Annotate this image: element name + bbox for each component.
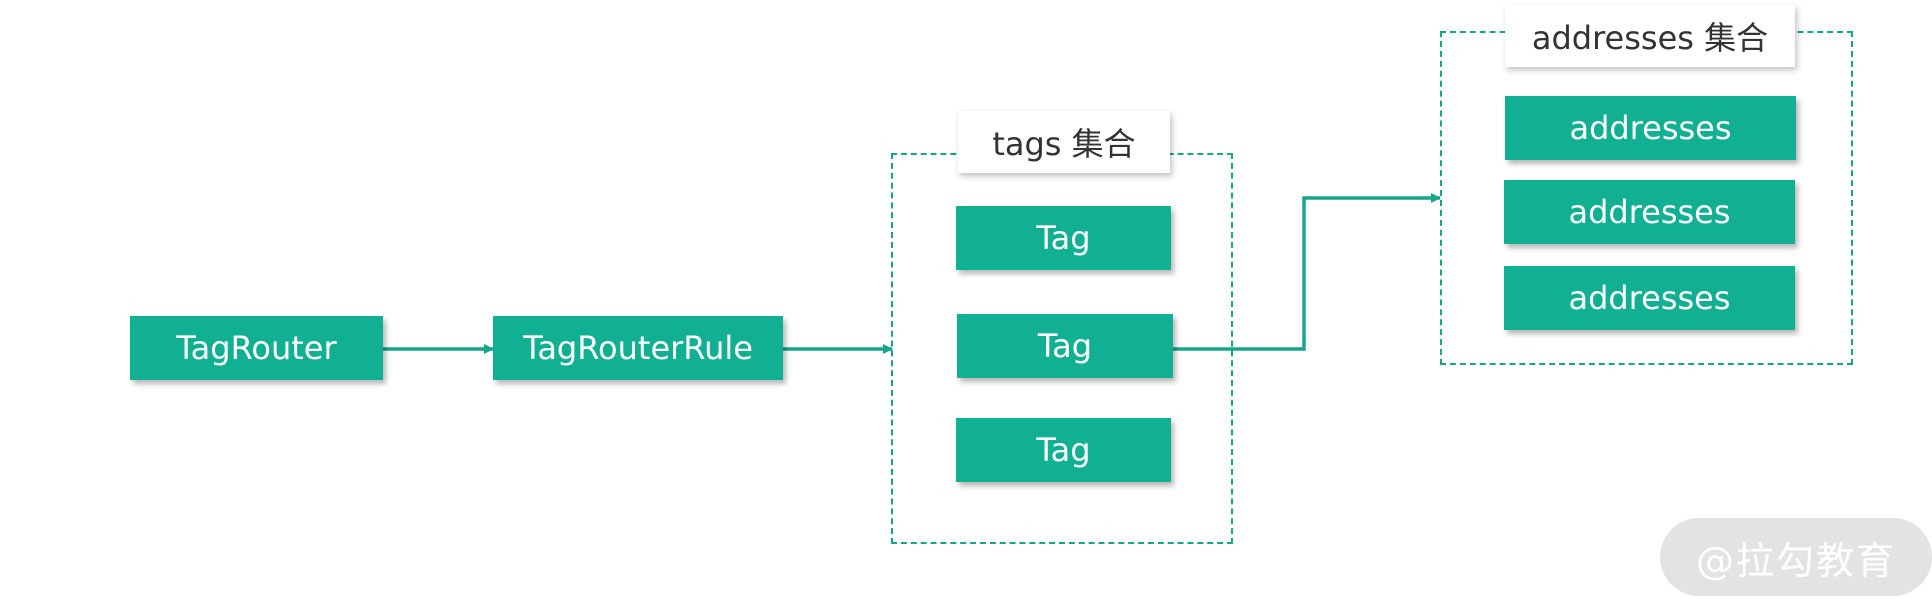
tag-node-1: Tag — [956, 206, 1171, 270]
watermark-badge: @拉勾教育 — [1660, 518, 1932, 596]
addresses-node-3: addresses — [1504, 266, 1795, 330]
addresses-node-1: addresses — [1505, 96, 1796, 160]
tagrouterrule-node: TagRouterRule — [493, 316, 783, 380]
addresses-group-label: addresses 集合 — [1505, 5, 1795, 67]
tag-node-2: Tag — [957, 314, 1173, 378]
tagrouter-node: TagRouter — [130, 316, 383, 380]
tag-node-3: Tag — [956, 418, 1171, 482]
addresses-node-2: addresses — [1504, 180, 1795, 244]
tags-group-label: tags 集合 — [958, 111, 1170, 173]
arrow-tag-to-addresses — [1173, 193, 1441, 351]
